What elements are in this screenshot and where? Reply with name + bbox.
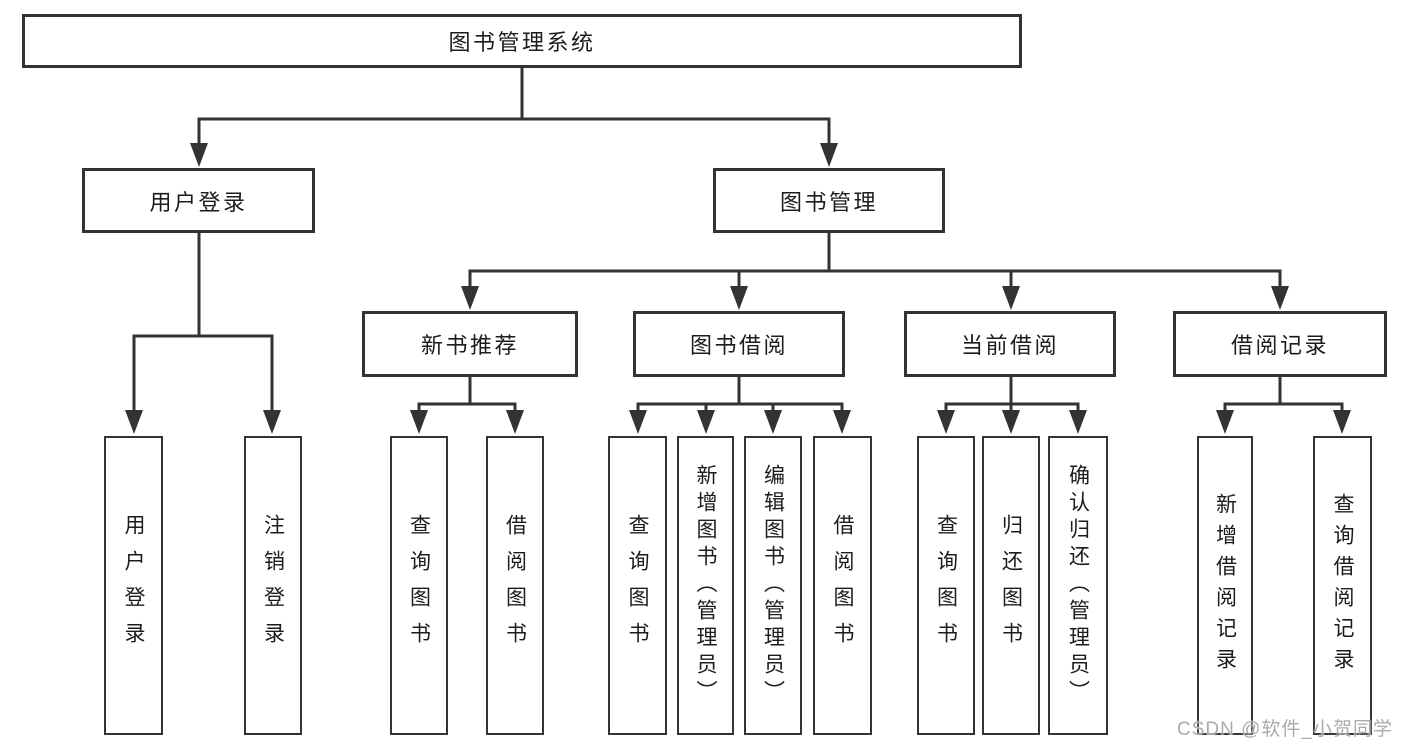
node-new-book-recommend-label: 新书推荐 — [420, 333, 519, 358]
arrowhead — [629, 410, 647, 434]
node-leaf-edit-books-admin: 编辑图书（管理员） — [744, 436, 802, 735]
node-leaf-query-books-recommend-label: 查询图书 — [407, 513, 431, 658]
node-leaf-borrow-books: 借阅图书 — [813, 436, 872, 735]
arrowhead — [1002, 286, 1020, 310]
node-leaf-edit-books-admin-label: 编辑图书（管理员） — [761, 464, 785, 707]
arrowhead — [833, 410, 851, 434]
node-leaf-return-books-label: 归还图书 — [999, 513, 1023, 658]
node-leaf-query-borrow-record: 查询借阅记录 — [1313, 436, 1372, 735]
node-current-borrow: 当前借阅 — [904, 311, 1116, 377]
node-leaf-confirm-return-admin-label: 确认归还（管理员） — [1066, 464, 1090, 707]
node-leaf-borrow-books-label: 借阅图书 — [831, 513, 854, 658]
arrowhead — [764, 410, 782, 434]
connector-book-borrow — [636, 377, 844, 418]
arrowhead — [1333, 410, 1351, 434]
connector-current-borrow — [944, 377, 1080, 418]
node-root-system-label: 图书管理系统 — [448, 30, 596, 55]
node-book-management-label: 图书管理 — [779, 189, 878, 215]
node-leaf-return-books: 归还图书 — [982, 436, 1040, 735]
node-leaf-logout: 注销登录 — [244, 436, 302, 735]
node-borrow-records: 借阅记录 — [1173, 311, 1387, 377]
arrowhead — [125, 410, 143, 434]
node-leaf-confirm-return-admin: 确认归还（管理员） — [1048, 436, 1108, 735]
connector-book-mgmt — [468, 233, 1282, 294]
node-leaf-add-borrow-record: 新增借阅记录 — [1197, 436, 1253, 735]
arrowhead — [1002, 410, 1020, 434]
node-borrow-records-label: 借阅记录 — [1230, 333, 1329, 358]
connector-user-login — [132, 233, 274, 418]
node-leaf-add-books-admin-label: 新增图书（管理员） — [694, 464, 717, 707]
arrowhead — [410, 410, 428, 434]
node-leaf-logout-label: 注销登录 — [261, 513, 285, 658]
node-leaf-query-books-current-label: 查询图书 — [934, 513, 958, 658]
arrowhead — [506, 410, 524, 434]
arrowhead — [820, 143, 838, 167]
arrowhead — [461, 286, 479, 310]
node-root-system: 图书管理系统 — [22, 14, 1022, 68]
node-new-book-recommend: 新书推荐 — [362, 311, 578, 377]
csdn-watermark: CSDN @软件_小贺同学 — [1177, 719, 1393, 740]
node-leaf-user-login: 用户登录 — [104, 436, 163, 735]
node-leaf-query-books-borrow: 查询图书 — [608, 436, 667, 735]
arrowhead — [263, 410, 281, 434]
arrowhead — [190, 143, 208, 167]
node-current-borrow-label: 当前借阅 — [960, 333, 1059, 358]
connector-borrow-records — [1223, 377, 1344, 418]
arrowhead — [1216, 410, 1234, 434]
arrowhead — [697, 410, 715, 434]
node-leaf-query-books-current: 查询图书 — [917, 436, 975, 735]
node-book-borrow-label: 图书借阅 — [689, 333, 788, 358]
node-leaf-add-borrow-record-label: 新增借阅记录 — [1213, 492, 1237, 679]
node-user-login-label: 用户登录 — [149, 189, 248, 215]
arrowhead — [937, 410, 955, 434]
node-leaf-borrow-books-recommend: 借阅图书 — [486, 436, 544, 735]
node-leaf-user-login-label: 用户登录 — [122, 513, 145, 658]
arrowhead — [730, 286, 748, 310]
arrowhead — [1069, 410, 1087, 434]
node-user-login: 用户登录 — [82, 168, 315, 233]
node-leaf-borrow-books-recommend-label: 借阅图书 — [503, 513, 527, 658]
node-leaf-query-borrow-record-label: 查询借阅记录 — [1331, 492, 1354, 679]
node-leaf-query-books-borrow-label: 查询图书 — [626, 513, 649, 658]
node-leaf-add-books-admin: 新增图书（管理员） — [677, 436, 734, 735]
connector-root — [197, 68, 831, 150]
node-book-management: 图书管理 — [713, 168, 945, 233]
arrowhead — [1271, 286, 1289, 310]
node-book-borrow: 图书借阅 — [633, 311, 845, 377]
node-leaf-query-books-recommend: 查询图书 — [390, 436, 448, 735]
connector-new-books — [417, 377, 517, 418]
